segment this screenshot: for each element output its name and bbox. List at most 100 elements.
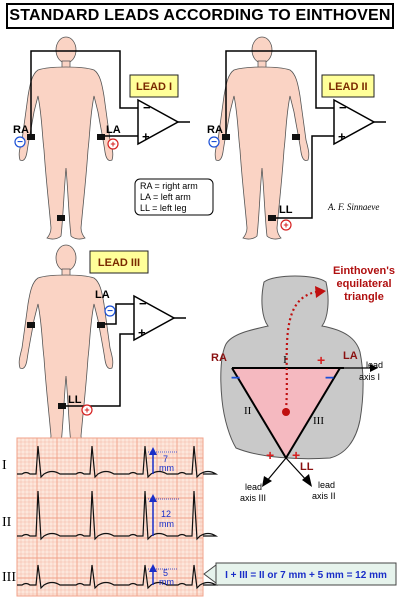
lead1-wire-ra bbox=[30, 50, 140, 135]
label-la: LA bbox=[343, 350, 358, 362]
lead2-label-box bbox=[321, 74, 375, 98]
axis-label: axis I bbox=[359, 372, 380, 382]
label-la: LA bbox=[106, 124, 121, 136]
row-label: III bbox=[2, 570, 16, 585]
label-ll: LL bbox=[300, 461, 314, 473]
lead3-axis-arrow bbox=[265, 457, 287, 483]
axis-label: lead bbox=[318, 480, 335, 490]
lead3-amplifier bbox=[133, 294, 176, 342]
plus-sign: + bbox=[110, 139, 115, 149]
amplitude-value: 7 bbox=[163, 454, 168, 464]
minus-electrode-icon bbox=[14, 136, 26, 148]
row-label: II bbox=[2, 515, 12, 530]
label-ra: RA bbox=[13, 124, 29, 136]
electrode-ll-band bbox=[57, 215, 65, 221]
lead1-amplifier bbox=[137, 98, 180, 146]
amplifier-minus: − bbox=[139, 296, 147, 311]
lead2-amplifier bbox=[333, 98, 376, 146]
heart-dot bbox=[282, 408, 290, 416]
side-label: III bbox=[313, 415, 324, 427]
electrode-ll-band bbox=[268, 215, 276, 221]
lead3-wire-ll bbox=[64, 333, 136, 407]
lead3-label-box bbox=[89, 250, 149, 274]
lead2-wire-ra bbox=[225, 50, 336, 135]
side-label: II bbox=[244, 405, 252, 417]
amplifier-plus: + bbox=[338, 129, 346, 144]
plus-electrode-icon bbox=[81, 404, 93, 416]
label-ra: RA bbox=[207, 124, 223, 136]
triangle-annotation: triangle bbox=[344, 291, 384, 303]
amplitude-unit: mm bbox=[159, 519, 174, 529]
electrode-ra-band bbox=[222, 134, 230, 140]
ecg-grid bbox=[16, 437, 204, 597]
lead2-panel: − + RA − LL + LEAD II A. F. Sinnaeve bbox=[207, 36, 386, 240]
equation-box: I + III = II or 7 mm + 5 mm = 12 mm bbox=[203, 562, 397, 586]
electrode-la-band bbox=[97, 134, 105, 140]
lead1-panel: − + RA − LA + LEAD I bbox=[13, 36, 190, 240]
lead2-label: LEAD II bbox=[328, 81, 367, 93]
axis-label: lead bbox=[366, 360, 383, 370]
amplitude-marker: 7 mm bbox=[148, 447, 178, 474]
lead1-label-box bbox=[129, 74, 179, 98]
plus-sign: + bbox=[266, 447, 274, 463]
human-figure bbox=[18, 244, 114, 448]
electrode-la-band bbox=[97, 322, 105, 328]
ecg-strip: I II III 7 mm 12 mm 5 mm bbox=[2, 437, 219, 597]
lead2-wire-ll bbox=[270, 135, 336, 219]
signature: A. F. Sinnaeve bbox=[327, 202, 379, 212]
plus-sign: + bbox=[292, 447, 300, 463]
electrode-ra-band bbox=[27, 322, 35, 328]
amplitude-value: 12 bbox=[161, 509, 171, 519]
lead3-panel: − + LA − LL + LEAD III bbox=[18, 244, 186, 448]
label-ra: RA bbox=[211, 352, 227, 364]
ecg-trace bbox=[17, 445, 219, 479]
electrode-la-band bbox=[292, 134, 300, 140]
minus-sign: − bbox=[231, 370, 240, 387]
plus-sign: + bbox=[283, 220, 288, 230]
amplitude-marker: 5 mm bbox=[148, 564, 178, 587]
legend-box: RA = right arm LA = left arm LL = left l… bbox=[134, 178, 214, 216]
plus-electrode-icon bbox=[280, 219, 292, 231]
einthoven-triangle-panel: Einthoven's equilateral triangle RA LA L… bbox=[211, 265, 395, 503]
plus-sign: + bbox=[317, 352, 325, 368]
amplifier-minus: − bbox=[143, 100, 151, 115]
amplitude-marker: 12 mm bbox=[148, 494, 180, 536]
triangle-annotation: equilateral bbox=[336, 278, 391, 290]
axis-label: axis III bbox=[240, 493, 266, 503]
label-la: LA bbox=[95, 289, 110, 301]
triangle-annotation: Einthoven's bbox=[333, 265, 395, 277]
label-ll: LL bbox=[68, 394, 82, 406]
ecg-trace bbox=[17, 490, 219, 541]
lead3-label: LEAD III bbox=[98, 257, 140, 269]
minus-sign: − bbox=[107, 306, 113, 317]
lead3-wire-la bbox=[101, 303, 136, 325]
electrode-ll-band bbox=[58, 403, 66, 409]
minus-sign: − bbox=[17, 137, 23, 148]
amplifier-plus: + bbox=[142, 129, 150, 144]
side-label: I bbox=[283, 354, 287, 366]
amplifier-plus: + bbox=[138, 325, 146, 340]
ecg-traces bbox=[17, 445, 219, 590]
lead1-label: LEAD I bbox=[136, 81, 172, 93]
minus-electrode-icon bbox=[104, 305, 116, 317]
plus-sign: + bbox=[84, 405, 89, 415]
legend-item: LA = left arm bbox=[140, 192, 191, 202]
minus-sign: − bbox=[211, 137, 217, 148]
electrode-ra-band bbox=[27, 134, 35, 140]
amplitude-unit: mm bbox=[159, 577, 174, 587]
legend-item: RA = right arm bbox=[140, 181, 198, 191]
amplitude-unit: mm bbox=[159, 463, 174, 473]
axis-label: axis II bbox=[312, 491, 336, 501]
page-title: STANDARD LEADS ACCORDING TO EINTHOVEN bbox=[6, 3, 394, 29]
minus-electrode-icon bbox=[208, 136, 220, 148]
legend-item: LL = left leg bbox=[140, 203, 186, 213]
minus-sign: − bbox=[325, 370, 334, 387]
equation-text: I + III = II or 7 mm + 5 mm = 12 mm bbox=[225, 570, 387, 581]
axis-label: lead bbox=[245, 482, 262, 492]
amplitude-value: 5 bbox=[163, 568, 168, 578]
ecg-trace bbox=[17, 564, 219, 590]
label-ll: LL bbox=[279, 204, 293, 216]
row-label: I bbox=[2, 458, 7, 473]
plus-electrode-icon bbox=[107, 138, 119, 150]
